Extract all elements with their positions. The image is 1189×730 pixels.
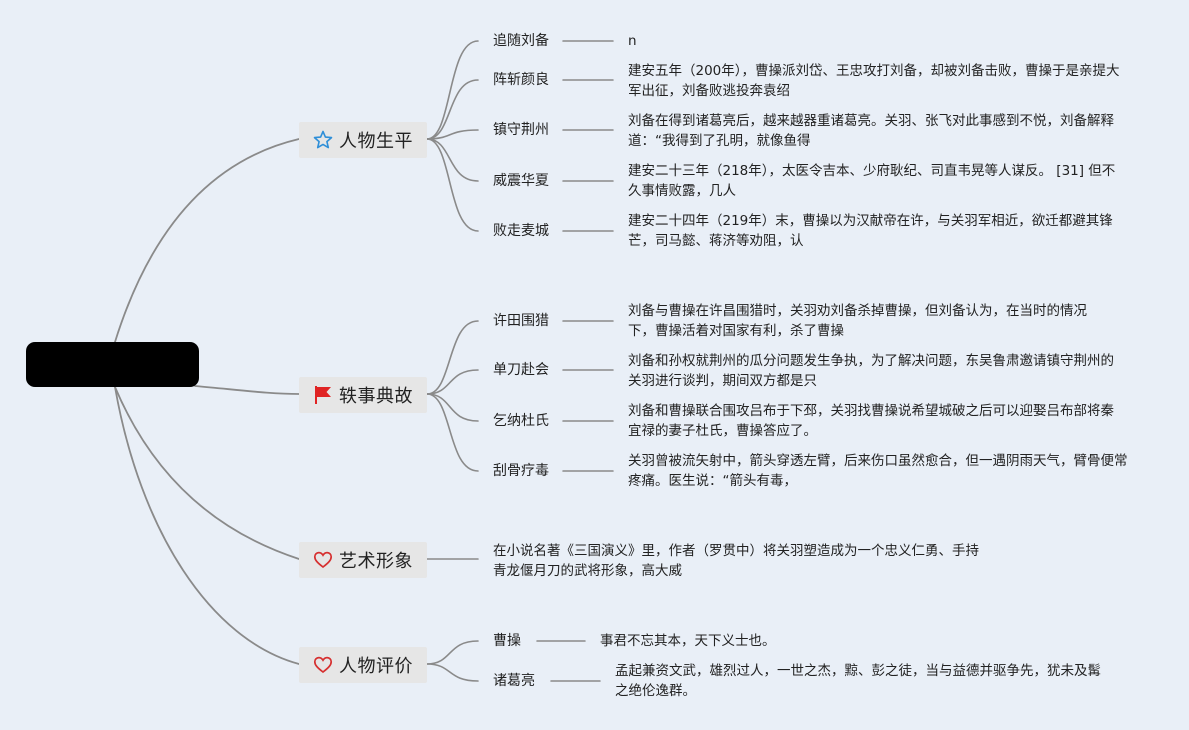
subtopic-caocao[interactable]: 曹操 — [493, 633, 521, 649]
connector-biography-1 — [426, 79, 479, 140]
note-zhugeliang: 孟起兼资文武，雄烈过人，一世之杰，黥、彭之徒，当与益德并驱争先，犹未及髯之绝伦逸… — [615, 663, 1101, 699]
connector-biography-0 — [426, 40, 479, 140]
connector-anecdotes-1 — [426, 369, 479, 395]
connector-biography-3 — [426, 138, 479, 182]
root-node[interactable] — [26, 342, 199, 387]
subtopic-single-blade[interactable]: 单刀赴会 — [493, 362, 549, 378]
topic-artistic-image[interactable]: 艺术形象 — [299, 542, 427, 578]
note-defeat-maicheng: 建安二十四年（219年）末，曹操以为汉献帝在许，与关羽军相近，欲迁都避其锋芒，司… — [628, 213, 1113, 249]
topic-biography[interactable]: 人物生平 — [299, 122, 427, 158]
topic-label: 艺术形象 — [339, 551, 413, 572]
subtopic-slay-yanliang[interactable]: 阵斩颜良 — [493, 72, 549, 88]
heart-icon — [313, 550, 333, 570]
connector-evaluation-1 — [426, 663, 479, 682]
note-follow-liubei: n — [628, 33, 637, 49]
subtopic-follow-liubei[interactable]: 追随刘备 — [493, 33, 549, 49]
note-slay-yanliang: 建安五年（200年），曹操派刘岱、王忠攻打刘备，却被刘备击败，曹操于是亲提大军出… — [628, 63, 1120, 99]
note-guard-jingzhou: 刘备在得到诸葛亮后，越来越器重诸葛亮。关羽、张飞对此事感到不悦，刘备解释道：“我… — [628, 113, 1114, 149]
star-icon — [313, 130, 333, 150]
subtopic-awe-huaxia[interactable]: 威震华夏 — [493, 173, 549, 189]
topic-label: 人物生平 — [339, 131, 413, 152]
subtopic-defeat-maicheng[interactable]: 败走麦城 — [493, 223, 549, 239]
topic-label: 轶事典故 — [339, 386, 413, 407]
connector-biography-4 — [426, 138, 479, 232]
note-xutian-hunt: 刘备与曹操在许昌围猎时，关羽劝刘备杀掉曹操，但刘备认为，在当时的情况下，曹操活着… — [628, 303, 1087, 339]
flag-icon — [313, 385, 333, 405]
topic-evaluation[interactable]: 人物评价 — [299, 647, 427, 683]
topic-label: 人物评价 — [339, 656, 413, 677]
connector-biography-2 — [426, 129, 479, 140]
note-bone-scraping: 关羽曾被流矢射中，箭头穿透左臂，后来伤口虽然愈合，但一遇阴雨天气，臂骨便常疼痛。… — [628, 453, 1128, 489]
subtopic-xutian-hunt[interactable]: 许田围猎 — [493, 313, 549, 329]
connector-anecdotes-3 — [426, 393, 479, 472]
connector-root-biography — [114, 138, 300, 343]
connector-anecdotes-0 — [426, 320, 479, 395]
connector-evaluation-0 — [426, 640, 479, 665]
connector-root-evaluation — [114, 386, 300, 665]
subtopic-zhugeliang[interactable]: 诸葛亮 — [493, 673, 535, 689]
heart-icon — [313, 655, 333, 675]
subtopic-bone-scraping[interactable]: 刮骨疗毒 — [493, 463, 549, 479]
note-caocao: 事君不忘其本，天下义士也。 — [600, 633, 776, 649]
subtopic-guard-jingzhou[interactable]: 镇守荆州 — [493, 122, 549, 138]
connector-root-art — [114, 386, 300, 560]
connector-root-anecdotes — [194, 385, 300, 395]
note-single-blade: 刘备和孙权就荆州的瓜分问题发生争执，为了解决问题，东吴鲁肃邀请镇守荆州的关羽进行… — [628, 353, 1114, 389]
subtopic-lady-du[interactable]: 乞纳杜氏 — [493, 413, 549, 429]
note-awe-huaxia: 建安二十三年（218年），太医令吉本、少府耿纪、司直韦晃等人谋反。 [31] 但… — [628, 163, 1116, 199]
topic-anecdotes[interactable]: 轶事典故 — [299, 377, 427, 413]
note-artistic-image: 在小说名著《三国演义》里，作者（罗贯中）将关羽塑造成为一个忠义仁勇、手持青龙偃月… — [493, 543, 979, 579]
note-lady-du: 刘备和曹操联合围攻吕布于下邳，关羽找曹操说希望城破之后可以迎娶吕布部将秦宜禄的妻… — [628, 403, 1114, 439]
connector-anecdotes-2 — [426, 393, 479, 422]
